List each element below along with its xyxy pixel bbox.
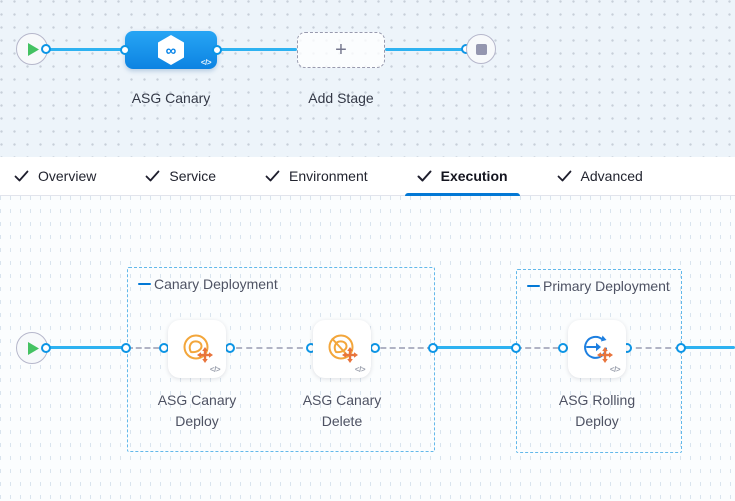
connector-dot[interactable] [428, 343, 438, 353]
connector-dot[interactable] [370, 343, 380, 353]
connector-dot[interactable] [121, 343, 131, 353]
step-label-line2: Delete [321, 413, 363, 429]
step-group-primary-deployment[interactable]: Primary Deployment [516, 269, 682, 453]
step-asg-canary-delete[interactable]: </> [313, 320, 371, 378]
play-icon [27, 42, 39, 56]
collapse-icon[interactable] [138, 283, 151, 285]
asg-canary-delete-icon [328, 334, 358, 363]
code-icon[interactable]: </> [200, 58, 212, 67]
step-asg-canary-deploy[interactable]: </> [168, 320, 226, 378]
pipeline-end-node[interactable] [466, 34, 496, 64]
link-line-dashed [516, 347, 568, 349]
link-line [385, 48, 466, 51]
check-icon [14, 170, 29, 182]
asg-canary-deploy-icon [183, 334, 213, 363]
tab-label: Advanced [580, 168, 643, 184]
tab-label: Service [169, 168, 217, 184]
step-label-line2: Deploy [575, 413, 619, 429]
stage-node-asg-canary[interactable]: ∞ </> [125, 31, 217, 69]
asg-rolling-deploy-icon [584, 335, 613, 363]
svg-text:∞: ∞ [166, 43, 177, 60]
group-label-text: Canary Deployment [154, 276, 278, 292]
step-label-line1: ASG Canary [302, 392, 382, 408]
connector-dot[interactable] [676, 343, 686, 353]
group-label: Primary Deployment [527, 278, 670, 294]
check-icon [265, 170, 280, 182]
connector-dot[interactable] [511, 343, 521, 353]
connector-dot[interactable] [120, 45, 130, 55]
execution-canvas[interactable]: Canary Deployment Primary Deployment [0, 196, 735, 501]
step-label-line2: Deploy [175, 413, 219, 429]
code-icon[interactable]: </> [354, 365, 366, 374]
link-line [46, 346, 127, 349]
link-line-dashed [127, 347, 168, 349]
code-icon[interactable]: </> [209, 365, 221, 374]
group-label-text: Primary Deployment [543, 278, 670, 294]
add-stage-button[interactable]: + [297, 32, 385, 68]
check-icon [557, 170, 571, 182]
step-label-line1: ASG Canary [157, 392, 237, 408]
tab-service[interactable]: Service [133, 157, 228, 196]
link-line-dashed [626, 347, 681, 349]
step-label: ASG Canary Delete [282, 390, 402, 432]
link-line-dashed [371, 347, 433, 349]
tab-overview[interactable]: Overview [2, 157, 108, 196]
link-line [433, 346, 516, 349]
harness-stage-icon: ∞ [158, 35, 184, 65]
stop-icon [475, 43, 487, 55]
tab-label: Overview [38, 168, 97, 184]
collapse-icon[interactable] [527, 285, 540, 287]
tab-advanced[interactable]: Advanced [545, 157, 655, 196]
link-line [46, 48, 125, 51]
play-icon [27, 341, 39, 355]
link-line [681, 346, 735, 349]
step-group-canary-deployment[interactable]: Canary Deployment [127, 267, 435, 452]
connector-dot[interactable] [558, 343, 568, 353]
stage-label[interactable]: ASG Canary [131, 90, 211, 106]
connector-dot[interactable] [212, 45, 222, 55]
active-tab-indicator [404, 192, 520, 196]
link-line-dashed [226, 347, 313, 349]
check-icon [417, 170, 432, 182]
step-label-line1: ASG Rolling [558, 392, 636, 408]
stage-canvas[interactable]: ∞ </> ASG Canary + Add Stage [0, 0, 735, 157]
code-icon[interactable]: </> [609, 365, 621, 374]
group-label: Canary Deployment [138, 276, 278, 292]
connector-dot[interactable] [41, 44, 51, 54]
step-asg-rolling-deploy[interactable]: </> [568, 320, 626, 378]
connector-dot[interactable] [41, 343, 51, 353]
connector-dot[interactable] [225, 343, 235, 353]
tab-label: Execution [440, 168, 508, 184]
plus-icon: + [335, 39, 347, 61]
step-label: ASG Canary Deploy [137, 390, 257, 432]
tab-environment[interactable]: Environment [253, 157, 380, 196]
stage-config-tabbar: Overview Service Environment Execution A… [0, 157, 735, 196]
link-line [217, 48, 297, 51]
step-label: ASG Rolling Deploy [537, 390, 657, 432]
tab-execution[interactable]: Execution [404, 157, 520, 196]
add-stage-label: Add Stage [308, 90, 374, 106]
tab-label: Environment [289, 168, 368, 184]
check-icon [145, 170, 160, 182]
